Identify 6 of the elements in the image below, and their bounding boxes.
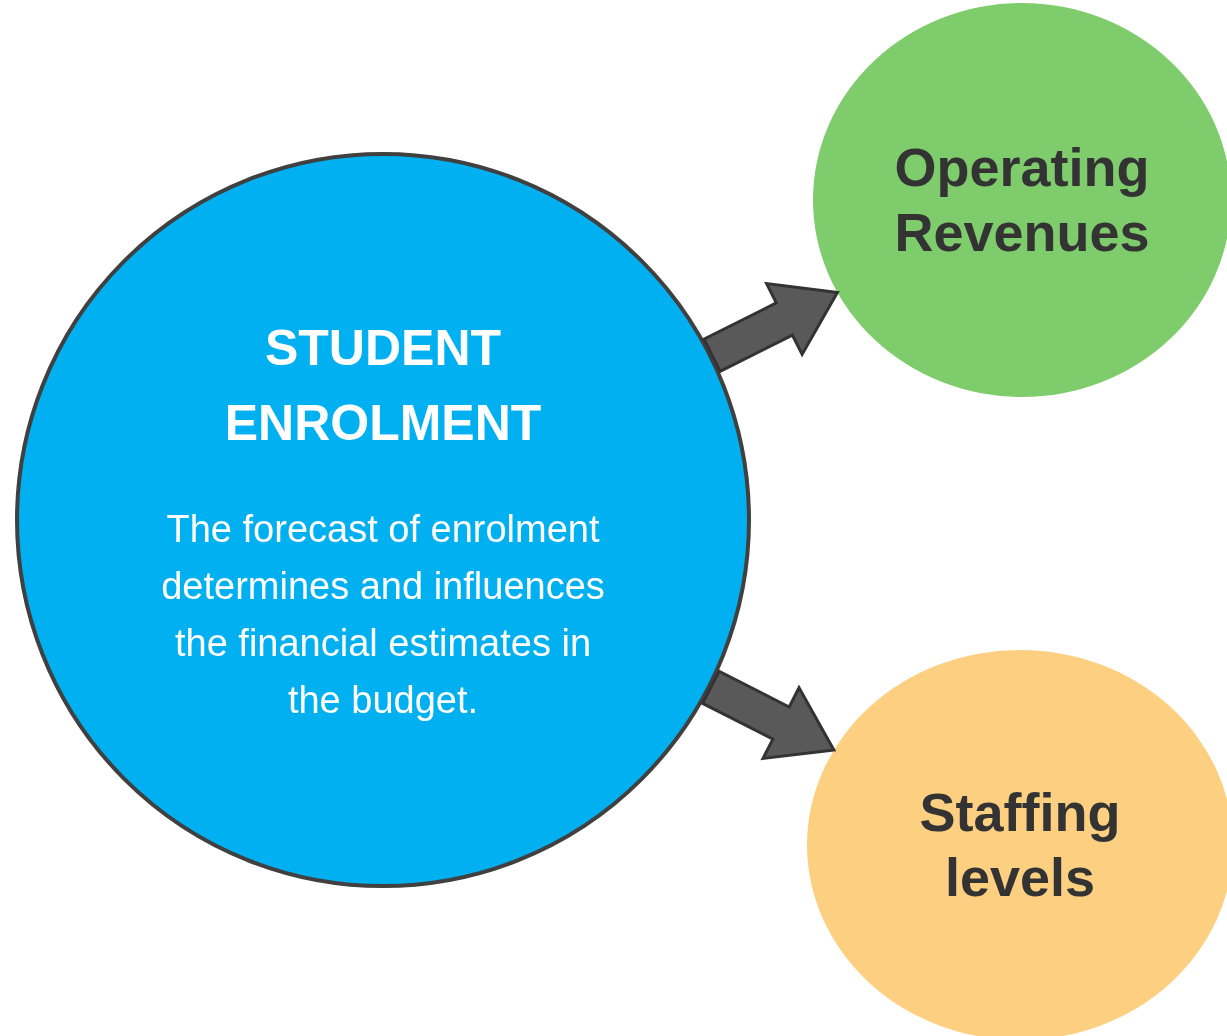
node-title: STUDENT ENROLMENT (223, 319, 543, 453)
node-description: The forecast of enrolment determines and influences the financial estimates in the budget. (160, 507, 606, 723)
block-arrow (702, 281, 840, 374)
block-arrow (700, 669, 837, 761)
node-title: Staffing levels (918, 781, 1122, 909)
node-title: Operating Revenues (893, 136, 1151, 264)
